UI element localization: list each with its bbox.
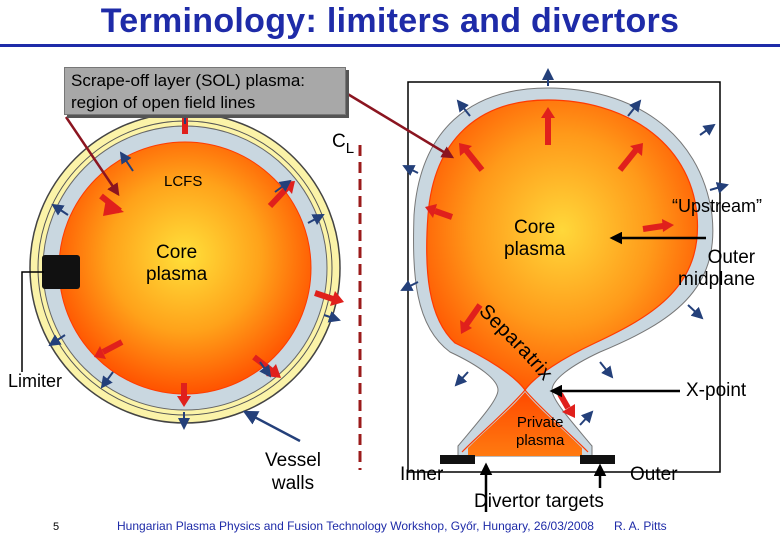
- private-plasma-label: Private plasma: [516, 414, 564, 450]
- core-plasma-right-line-1: Core: [514, 217, 556, 238]
- sol-box-line-1: Scrape-off layer (SOL) plasma:: [71, 71, 305, 90]
- separatrix-legs: [461, 389, 589, 453]
- core-plasma-left-line-2: plasma: [146, 264, 208, 285]
- outer-midplane-line-1: Outer: [707, 247, 756, 268]
- core-plasma-right-label: Core plasma: [504, 217, 565, 261]
- pointer-arrows: [64, 91, 706, 512]
- centerline-label-c: C: [332, 131, 346, 152]
- outer-target-label: Outer: [630, 464, 678, 485]
- page-title: Terminology: limiters and divertors: [100, 2, 680, 40]
- vessel-walls-line-1: Vessel: [265, 450, 321, 471]
- centerline-label: CL: [332, 131, 354, 157]
- x-point-label: X-point: [686, 380, 747, 401]
- private-plasma-line-1: Private: [516, 414, 564, 431]
- core-plasma-left-label: Core plasma: [146, 242, 207, 286]
- footer-author: R. A. Pitts: [614, 519, 667, 533]
- footer-workshop: Hungarian Plasma Physics and Fusion Tech…: [117, 519, 594, 533]
- limiter-pointer: [21, 271, 44, 372]
- inner-target-plate: [440, 455, 475, 464]
- vessel-walls-label: Vessel walls: [265, 449, 321, 495]
- limiter-label: Limiter: [8, 371, 63, 391]
- core-plasma-left-line-1: Core: [156, 242, 198, 263]
- core-plasma-right-line-2: plasma: [504, 239, 566, 260]
- private-plasma-region: [468, 392, 582, 456]
- separatrix-line: [426, 99, 699, 392]
- centerline-label-l: L: [345, 140, 355, 157]
- core-plasma-left: [59, 142, 311, 394]
- private-plasma-line-2: plasma: [516, 432, 565, 449]
- divertor-targets-label: Divertor targets: [474, 491, 604, 512]
- limiter-block: [42, 255, 80, 289]
- title-underline: [0, 44, 780, 47]
- upstream-label: “Upstream”: [672, 196, 763, 216]
- sol-box-line-2: region of open field lines: [71, 93, 256, 112]
- footer-page-number: 5: [53, 521, 60, 533]
- wall-arrows-right: [400, 68, 729, 426]
- outer-midplane-line-2: midplane: [678, 269, 756, 290]
- inner-target-label: Inner: [400, 464, 444, 485]
- lcfs-label: LCFS: [164, 173, 203, 190]
- core-plasma-right: [426, 100, 698, 390]
- vessel-walls-line-2: walls: [271, 473, 315, 494]
- outer-target-plate: [580, 455, 615, 464]
- divertor-configuration: [407, 81, 721, 473]
- outer-midplane-label: Outer midplane: [678, 247, 755, 291]
- sol-definition-box: Scrape-off layer (SOL) plasma: region of…: [64, 67, 346, 115]
